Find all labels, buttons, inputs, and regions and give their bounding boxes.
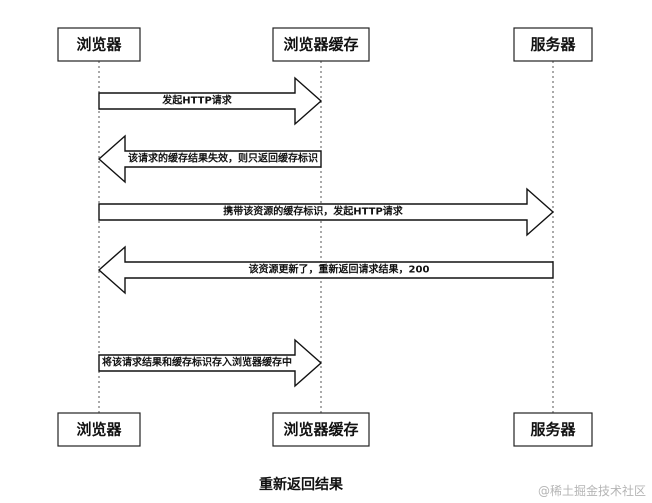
participant-browser-top: 浏览器: [57, 27, 141, 62]
participant-label: 服务器: [530, 36, 576, 54]
watermark: @稀土掘金技术社区: [537, 484, 646, 498]
message-arrow-2: 该请求的缓存结果失效，则只返回缓存标识: [97, 134, 322, 184]
participant-server-top: 服务器: [513, 27, 593, 62]
message-label: 该资源更新了，重新返回请求结果，200: [249, 263, 430, 276]
participant-server-bottom: 服务器: [513, 412, 593, 447]
participant-label: 浏览器缓存: [283, 421, 358, 439]
message-label: 发起HTTP请求: [161, 94, 233, 107]
diagram-caption: 重新返回结果: [259, 477, 343, 493]
participant-label: 浏览器: [76, 36, 122, 54]
participant-browser-bottom: 浏览器: [57, 412, 141, 447]
message-label: 将该请求结果和缓存标识存入浏览器缓存中: [102, 356, 292, 369]
participant-label: 服务器: [530, 421, 576, 439]
participant-cache-bottom: 浏览器缓存: [272, 412, 370, 447]
message-arrow-3: 携带该资源的缓存标识，发起HTTP请求: [98, 187, 555, 237]
participant-label: 浏览器: [76, 421, 122, 439]
message-label: 携带该资源的缓存标识，发起HTTP请求: [223, 205, 404, 218]
message-arrow-4: 该资源更新了，重新返回请求结果，200: [97, 245, 554, 295]
participant-label: 浏览器缓存: [283, 36, 358, 54]
message-arrow-5: 将该请求结果和缓存标识存入浏览器缓存中: [98, 338, 323, 388]
message-arrow-1: 发起HTTP请求: [98, 76, 323, 126]
message-label: 该请求的缓存结果失效，则只返回缓存标识: [128, 152, 318, 165]
participant-cache-top: 浏览器缓存: [272, 27, 370, 62]
